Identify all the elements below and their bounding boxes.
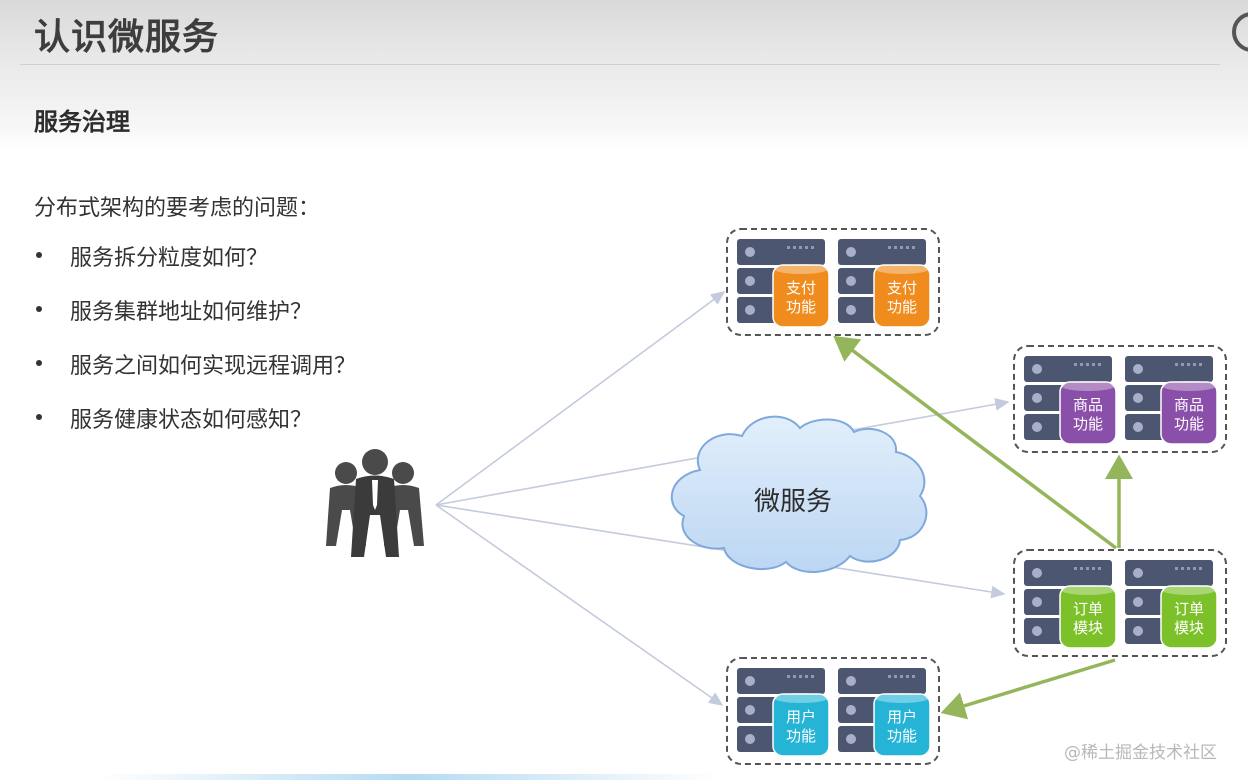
title-divider bbox=[20, 64, 1220, 65]
arrow-order-to-user bbox=[940, 658, 1116, 720]
module-label: 功能 bbox=[786, 727, 816, 745]
section-subtitle: 服务治理 bbox=[34, 108, 130, 136]
question-list: 服务拆分粒度如何？ 服务集群地址如何维护？ 服务之间如何实现远程调用？ 服务健康… bbox=[34, 240, 356, 456]
module-label: 商品 bbox=[1174, 396, 1204, 414]
watermark-text: @稀土掘金技术社区 bbox=[1064, 743, 1217, 763]
arrow-to-user bbox=[435, 504, 724, 706]
bullet-item: 服务拆分粒度如何？ bbox=[34, 240, 356, 294]
page-title: 认识微服务 bbox=[34, 17, 220, 58]
module-label: 商品 bbox=[1073, 396, 1103, 414]
module-label: 支付 bbox=[786, 279, 816, 297]
users-icon bbox=[326, 449, 424, 557]
cloud-label: 微服务 bbox=[754, 487, 832, 517]
module-label: 功能 bbox=[786, 298, 816, 316]
question-heading: 分布式架构的要考虑的问题： bbox=[34, 196, 321, 221]
module-label: 用户 bbox=[887, 708, 917, 726]
internal-call-arrows bbox=[833, 335, 1133, 720]
cloud-shape bbox=[670, 415, 928, 574]
bullet-item: 服务集群地址如何维护？ bbox=[34, 294, 356, 348]
arrow-order-to-pay bbox=[833, 335, 1118, 550]
bullet-item: 服务健康状态如何感知？ bbox=[34, 402, 356, 456]
module-label: 功能 bbox=[887, 727, 917, 745]
module-label: 功能 bbox=[1073, 415, 1103, 433]
bullet-item: 服务之间如何实现远程调用？ bbox=[34, 348, 356, 402]
module-label: 订单 bbox=[1073, 600, 1103, 618]
module-label: 用户 bbox=[786, 708, 816, 726]
module-label: 模块 bbox=[1174, 619, 1204, 637]
module-label: 模块 bbox=[1073, 619, 1103, 637]
module-label: 订单 bbox=[1174, 600, 1204, 618]
module-label: 功能 bbox=[1174, 415, 1204, 433]
bottom-decoration bbox=[100, 774, 720, 780]
title-band bbox=[0, 0, 1248, 150]
module-label: 支付 bbox=[887, 279, 917, 297]
arrow-to-pay bbox=[435, 291, 726, 506]
module-label: 功能 bbox=[887, 298, 917, 316]
